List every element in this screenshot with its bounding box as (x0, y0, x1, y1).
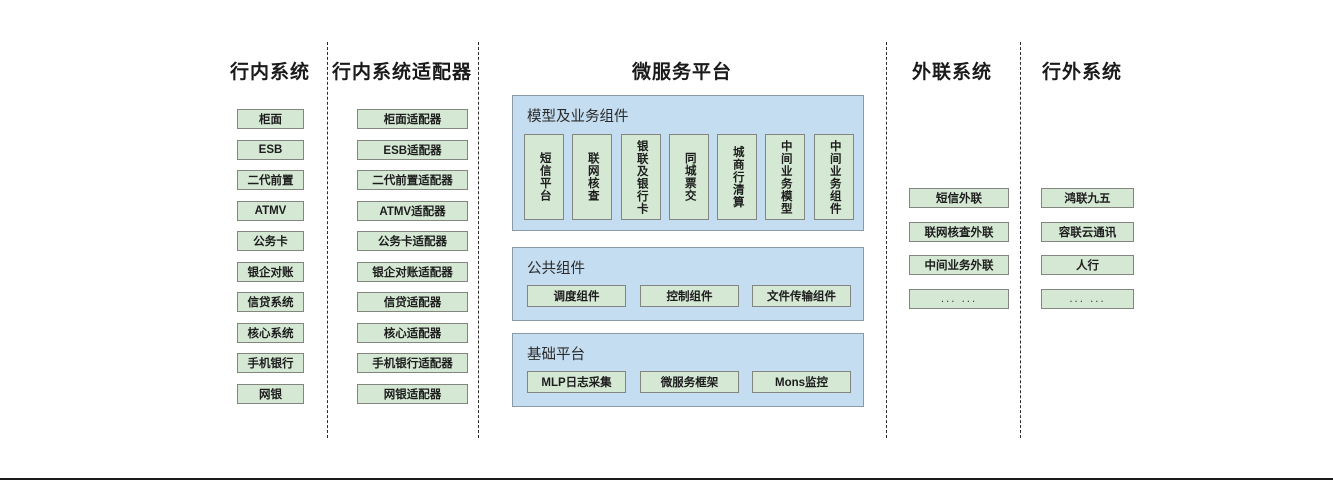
column-divider-3 (886, 42, 887, 438)
node-box[interactable]: 手机银行 (237, 353, 304, 373)
column-heading-external-link-systems: 外联系统 (911, 62, 992, 83)
node-box[interactable]: MLP日志采集 (527, 371, 626, 393)
node-box[interactable]: 银联及银行卡 (621, 134, 661, 220)
node-box[interactable]: 信贷适配器 (357, 292, 468, 312)
group-panel-base-platform: 基础平台 MLP日志采集微服务框架 Mons监控 (512, 333, 864, 407)
node-box[interactable]: 中间业务模型 (765, 134, 805, 220)
node-box[interactable]: 柜面适配器 (357, 109, 468, 129)
node-box[interactable]: ... ... (1041, 289, 1134, 309)
node-box[interactable]: 柜面 (237, 109, 304, 129)
column-divider-2 (478, 42, 479, 438)
group-panel-public-components: 公共组件调度组件控制组件文件传输组件 (512, 247, 864, 321)
node-box[interactable]: ATMV适配器 (357, 201, 468, 221)
node-box[interactable]: 网银 (237, 384, 304, 404)
node-box[interactable]: 联网核查外联 (909, 222, 1009, 242)
node-box[interactable]: 短信外联 (909, 188, 1009, 208)
node-box[interactable]: 核心适配器 (357, 323, 468, 343)
node-box[interactable]: 银企对账 (237, 262, 304, 282)
node-box[interactable]: 调度组件 (527, 285, 626, 307)
node-box[interactable]: ATMV (237, 201, 304, 221)
group-panel-title: 模型及业务组件 (527, 109, 629, 125)
node-box[interactable]: 鸿联九五 (1041, 188, 1134, 208)
node-box[interactable]: 联网核查 (572, 134, 612, 220)
node-box[interactable]: 人行 (1041, 255, 1134, 275)
group-panel-model-business-components: 模型及业务组件短信平台联网核查银联及银行卡同城票交城商行清算中间业务模型中间业务… (512, 95, 864, 231)
node-box[interactable]: ESB (237, 140, 304, 160)
node-box[interactable]: 同城票交 (669, 134, 709, 220)
node-box[interactable]: 银企对账适配器 (357, 262, 468, 282)
node-box[interactable]: 核心系统 (237, 323, 304, 343)
node-box[interactable]: 城商行清算 (717, 134, 757, 220)
node-box[interactable]: ESB适配器 (357, 140, 468, 160)
page-bottom-rule (0, 478, 1333, 480)
node-box[interactable]: 微服务框架 (640, 371, 739, 393)
column-divider-1 (327, 42, 328, 438)
column-heading-outside-bank-systems: 行外系统 (1041, 62, 1122, 83)
node-box[interactable]: 公务卡适配器 (357, 231, 468, 251)
group-panel-title: 公共组件 (527, 261, 585, 277)
node-box[interactable]: 中间业务组件 (814, 134, 854, 220)
column-heading-microservice-platform: 微服务平台 (631, 62, 732, 83)
node-box[interactable]: 信贷系统 (237, 292, 304, 312)
column-divider-4 (1020, 42, 1021, 438)
node-box[interactable]: 公务卡 (237, 231, 304, 251)
node-box[interactable]: 中间业务外联 (909, 255, 1009, 275)
node-box[interactable]: 二代前置 (237, 170, 304, 190)
column-heading-internal-system-adapters: 行内系统适配器 (331, 62, 472, 83)
node-box[interactable]: Mons监控 (752, 371, 851, 393)
column-heading-internal-systems: 行内系统 (229, 62, 310, 83)
node-box[interactable]: 手机银行适配器 (357, 353, 468, 373)
node-box[interactable]: 二代前置适配器 (357, 170, 468, 190)
node-box[interactable]: 控制组件 (640, 285, 739, 307)
node-box[interactable]: 文件传输组件 (752, 285, 851, 307)
node-box[interactable]: 容联云通讯 (1041, 222, 1134, 242)
node-box[interactable]: 短信平台 (524, 134, 564, 220)
node-box[interactable]: 网银适配器 (357, 384, 468, 404)
node-box[interactable]: ... ... (909, 289, 1009, 309)
group-panel-title: 基础平台 (527, 347, 585, 363)
